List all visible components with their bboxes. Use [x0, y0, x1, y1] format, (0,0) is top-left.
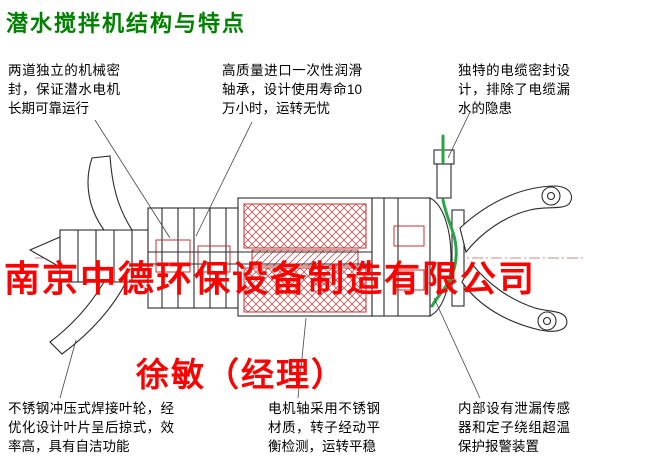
- annotation-mechanical-seal: 两道独立的机械密封，保证潜水电机长期可靠运行: [8, 63, 120, 116]
- bracket-upper-arm: [459, 185, 573, 254]
- upper-blade: [87, 155, 134, 231]
- cable-gland: [436, 163, 452, 199]
- cable-assembly: [430, 134, 458, 308]
- annotation-leak-sensor: 内部设有泄漏传感器和定子绕组超温保护报警装置: [458, 401, 570, 454]
- annotation-cable-seal: 独特的电缆密封设计，排除了电缆漏水的隐患: [458, 63, 570, 116]
- lower-blade: [49, 281, 127, 355]
- seal-chamber: [147, 207, 239, 309]
- stator-winding-bottom: [243, 267, 367, 313]
- watermark-company-name: 南京中德环保设备制造有限公司: [4, 258, 537, 299]
- page-title: 潜水搅拌机结构与特点: [6, 11, 247, 36]
- leak-sensor-detail: [393, 225, 425, 247]
- stator-winding-top: [243, 203, 367, 249]
- power-cable-internal: [430, 198, 458, 308]
- mounting-bracket: [451, 185, 573, 332]
- annotation-impeller: 不锈钢冲压式焊接叶轮，经优化设计叶片呈后掠式，效率高，具有自洁功能: [8, 401, 174, 454]
- annotation-motor-shaft: 电机轴采用不锈钢材质，转子经动平衡检测，运转平稳: [268, 401, 380, 454]
- mechanical-seal-detail: [155, 239, 191, 273]
- propeller: [28, 155, 149, 355]
- rotor: [251, 249, 359, 267]
- bearing-detail: [197, 245, 231, 273]
- annotation-bearing: 高质量进口一次性润滑轴承，设计使用寿命10万小时，运转无忧: [222, 63, 362, 116]
- leader-lines: [59, 111, 481, 399]
- motor-stator: [237, 197, 373, 317]
- thermal-sensor-detail: [393, 269, 425, 291]
- watermark-contact-name: 徐敏（经理）: [136, 356, 346, 393]
